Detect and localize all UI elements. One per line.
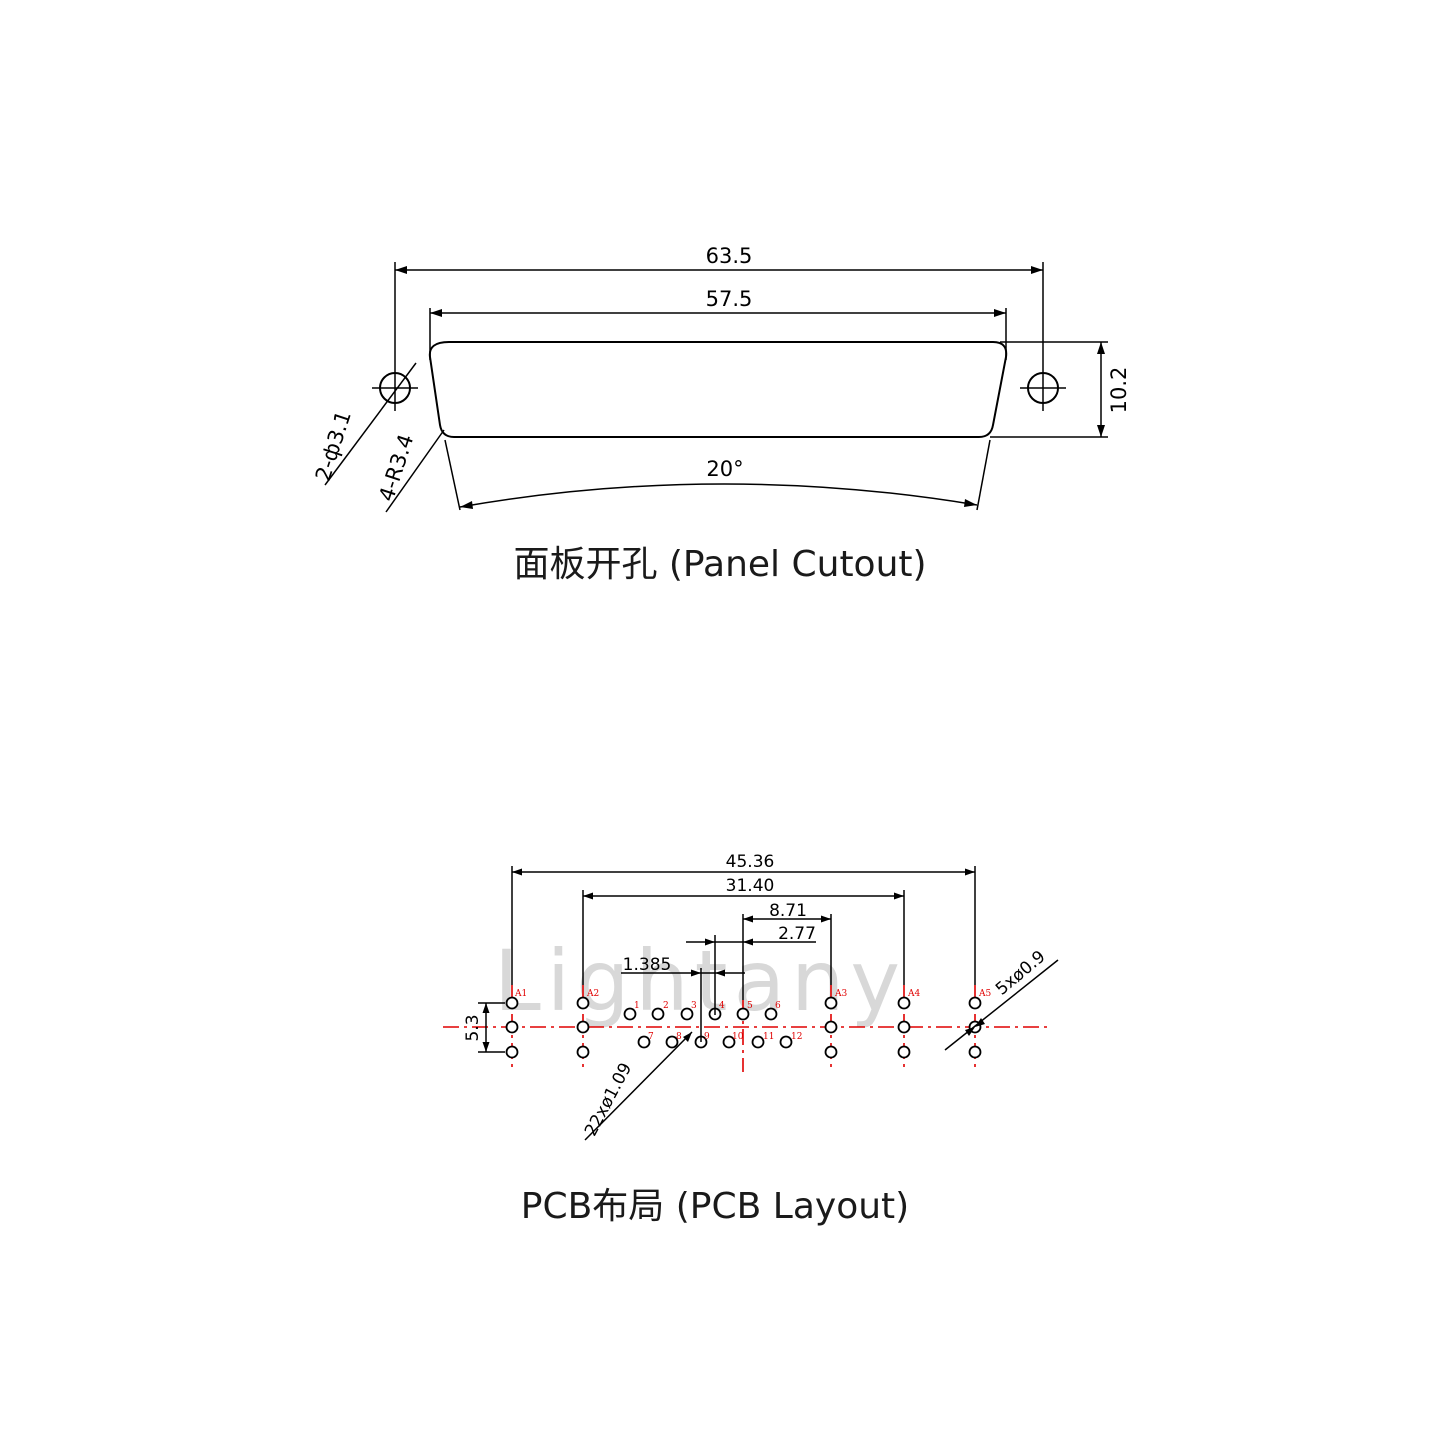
- dim-row-offset: 1.385: [623, 955, 672, 975]
- coax-holes: [505, 996, 982, 1059]
- coax-label-a4: A4: [907, 989, 920, 999]
- coax-label-a5: A5: [978, 989, 991, 999]
- coax-hole-a4-2: [897, 1020, 911, 1034]
- coax-hole-a2-3: [576, 1045, 590, 1059]
- signal-hole-12: [779, 1035, 793, 1049]
- pin-label-10: 10: [732, 1032, 744, 1042]
- pcb-layout-view: Lightany A1 A2 A3 A4 A5 1 2 3: [443, 852, 1059, 1227]
- pin-label-3: 3: [691, 1001, 697, 1011]
- panel-caption: 面板开孔 (Panel Cutout): [513, 544, 926, 585]
- dim-overall-width: 63.5: [706, 244, 753, 268]
- pin-label-12: 12: [791, 1032, 802, 1042]
- signal-hole-5: [736, 1007, 750, 1021]
- dim-inner-coax-span: 31.40: [726, 876, 775, 896]
- coax-hole-a4-3: [897, 1045, 911, 1059]
- coax-label-a2: A2: [586, 989, 599, 999]
- signal-hole-6: [764, 1007, 778, 1021]
- signal-hole-11: [751, 1035, 765, 1049]
- signal-hole-3: [680, 1007, 694, 1021]
- pcb-caption: PCB布局 (PCB Layout): [521, 1186, 909, 1227]
- signal-hole-8: [665, 1035, 679, 1049]
- coax-hole-a3-3: [824, 1045, 838, 1059]
- signal-hole-1: [623, 1007, 637, 1021]
- coax-hole-a1-1: [505, 996, 519, 1010]
- signal-hole-2: [651, 1007, 665, 1021]
- dim-radius: 4-R3.4: [374, 431, 418, 504]
- coax-hole-a5-3: [968, 1045, 982, 1059]
- coax-hole-a2-1: [576, 996, 590, 1010]
- coax-hole-a3-2: [824, 1020, 838, 1034]
- coax-label-a3: A3: [834, 989, 847, 999]
- coax-hole-a5-1: [968, 996, 982, 1010]
- pin-label-6: 6: [775, 1001, 781, 1011]
- dim-inner-width: 57.5: [706, 287, 753, 311]
- pin-label-5: 5: [747, 1001, 753, 1011]
- dim-angle: 20°: [706, 457, 743, 481]
- dim-holes: 2-ф3.1: [311, 408, 356, 484]
- signal-hole-10: [722, 1035, 736, 1049]
- pin-label-9: 9: [704, 1032, 710, 1042]
- coax-hole-a1-2: [505, 1020, 519, 1034]
- coax-hole-a2-2: [576, 1020, 590, 1034]
- pin-label-2: 2: [663, 1001, 669, 1011]
- panel-cutout-view: 63.5 57.5 10.2 20° 2-ф3.1 4-R3.4 面板开孔 (P…: [311, 244, 1131, 585]
- pin-label-1: 1: [634, 1001, 640, 1011]
- dim-pin-pitch: 2.77: [778, 924, 816, 944]
- coax-hole-a4-1: [897, 996, 911, 1010]
- coax-labels: A1 A2 A3 A4 A5: [514, 989, 991, 999]
- pin-labels: 1 2 3 4 5 6 7 8 9 10 11 12: [634, 1001, 802, 1042]
- coax-hole-a3-1: [824, 996, 838, 1010]
- dim-signal-holes: 22xø1.09: [581, 1060, 636, 1140]
- coax-hole-a1-3: [505, 1045, 519, 1059]
- cutout-outline: [428, 341, 1008, 438]
- pin-label-4: 4: [719, 1001, 725, 1011]
- dim-coax-pitch: 5.3: [463, 1014, 483, 1041]
- coax-label-a1: A1: [514, 989, 527, 999]
- pin-label-7: 7: [648, 1032, 654, 1042]
- dim-center-offset: 8.71: [769, 901, 807, 921]
- dim-coax-span: 45.36: [726, 852, 775, 872]
- dim-height: 10.2: [1107, 367, 1131, 414]
- watermark: Lightany: [494, 932, 906, 1030]
- signal-holes: [623, 1007, 793, 1049]
- pin-label-8: 8: [676, 1032, 682, 1042]
- pin-label-11: 11: [763, 1032, 774, 1042]
- signal-hole-7: [637, 1035, 651, 1049]
